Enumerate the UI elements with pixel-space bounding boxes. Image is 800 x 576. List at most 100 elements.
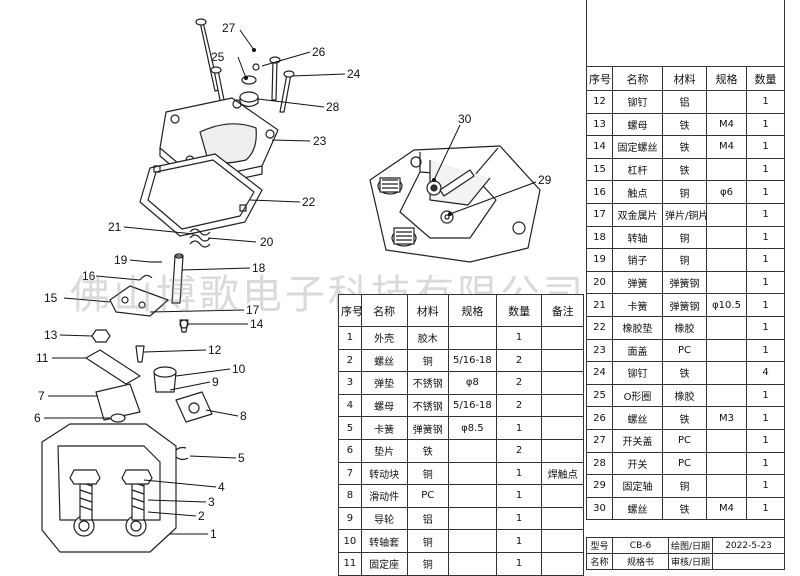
cell-no: 11	[338, 551, 362, 576]
nut-part-4b	[69, 469, 101, 485]
cell-qty: 1	[746, 293, 785, 317]
cell-spec	[706, 474, 747, 498]
cell-material: PC	[662, 338, 707, 363]
cell-material: 铜	[662, 225, 707, 250]
callout-26: 26	[312, 45, 326, 59]
cell-material: 铁	[662, 496, 707, 521]
cell-name: 外壳	[360, 326, 408, 350]
callout-23: 23	[313, 134, 327, 148]
callout-27: 27	[222, 21, 236, 35]
cell-material: PC	[406, 484, 450, 508]
cell-material: PC	[662, 451, 707, 476]
cell-spec: 5/16-18	[448, 393, 497, 418]
screw-part-14	[179, 319, 189, 333]
cell-material: 铜	[406, 529, 450, 553]
cell-note	[541, 416, 584, 440]
cell-material: 胶木	[406, 326, 450, 350]
cell-qty: 2	[495, 393, 543, 418]
cell-no: 7	[338, 461, 362, 486]
cell-spec	[706, 90, 747, 114]
cell-qty: 1	[746, 496, 785, 521]
callout-1: 1	[210, 527, 217, 541]
cell-qty: 1	[495, 461, 543, 486]
cell-material: 铁	[662, 361, 707, 385]
drawing-date: 2022-5-23	[712, 537, 785, 554]
cell-spec	[706, 270, 747, 295]
cell-qty: 1	[746, 180, 785, 204]
rivet-part-12	[135, 345, 145, 363]
callout-9: 9	[212, 375, 219, 389]
drawing-label: 绘图/日期	[668, 537, 713, 554]
callout-4: 4	[218, 480, 225, 494]
callout-8: 8	[240, 409, 247, 423]
bimetal-part-17	[109, 274, 169, 317]
header-material: 材料	[662, 66, 707, 91]
cell-no: 25	[586, 383, 613, 408]
cell-name: 固定座	[360, 551, 408, 576]
cell-material: 铁	[662, 135, 707, 159]
cell-spec	[706, 157, 747, 182]
callout-2: 2	[198, 509, 205, 523]
cell-name: 弹垫	[360, 371, 408, 395]
cell-spec: φ10.5	[706, 293, 747, 317]
cell-name: 面盖	[612, 338, 663, 363]
cell-spec: M3	[706, 406, 747, 430]
cell-qty: 1	[746, 428, 785, 453]
cell-qty: 1	[746, 135, 785, 159]
callout-10: 10	[232, 362, 246, 376]
header-qty: 数量	[746, 66, 785, 91]
cell-spec	[706, 361, 747, 385]
bom-left-header: 序号 名称 材料 规格 数量 备注	[338, 294, 584, 327]
cell-spec: M4	[706, 112, 747, 137]
review-label: 审核/日期	[668, 553, 713, 570]
callout-15: 15	[44, 291, 58, 305]
cell-name: 弹簧	[612, 270, 663, 295]
cell-spec	[706, 202, 747, 227]
callout-7: 7	[38, 389, 45, 403]
cell-material: 铜	[406, 551, 450, 576]
cell-qty: 1	[746, 112, 785, 137]
cell-material: 不锈钢	[406, 393, 450, 418]
callout-13: 13	[44, 328, 58, 342]
header-name: 名称	[360, 294, 408, 327]
cell-no: 30	[586, 496, 613, 521]
model-label: 型号	[586, 537, 613, 554]
cell-qty: 1	[746, 474, 785, 498]
gasket-part-22	[139, 153, 263, 237]
cell-name: 双金属片	[612, 202, 663, 227]
cell-no: 21	[586, 293, 613, 317]
cell-qty: 1	[746, 248, 785, 272]
name-value: 规格书	[612, 553, 669, 570]
callout-6: 6	[34, 411, 41, 425]
callout-16: 16	[82, 269, 96, 283]
name-label: 名称	[586, 553, 613, 570]
cell-material: 弹簧钢	[662, 293, 707, 317]
cell-name: 固定螺丝	[612, 135, 663, 159]
washer-part-6	[110, 413, 126, 423]
cell-spec	[706, 248, 747, 272]
callout-22: 22	[302, 195, 316, 209]
cell-name: 垫片	[360, 438, 408, 463]
callout-28: 28	[326, 100, 340, 114]
cell-spec	[448, 551, 497, 576]
cell-note	[541, 551, 584, 576]
cell-material: 不锈钢	[406, 371, 450, 395]
cell-no: 15	[586, 157, 613, 182]
cell-no: 26	[586, 406, 613, 430]
cell-qty: 1	[495, 551, 543, 576]
cell-material: 铁	[662, 112, 707, 137]
